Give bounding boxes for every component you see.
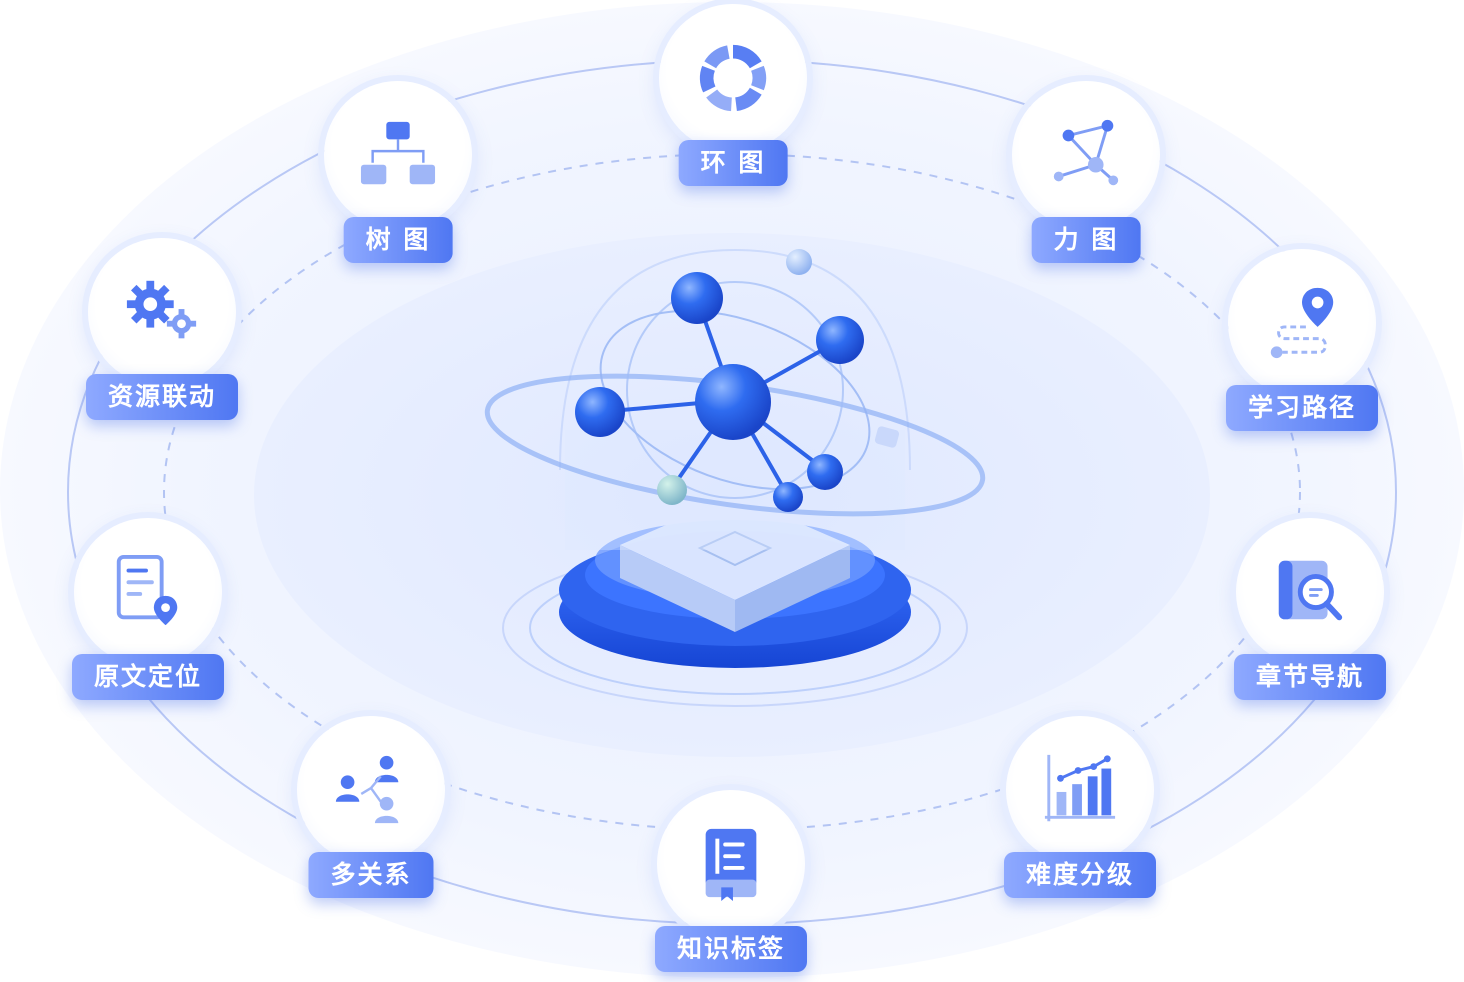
people-network-icon: [335, 755, 399, 824]
tree-chart-icon: [360, 121, 436, 185]
route-pin-icon: [1270, 287, 1334, 359]
node-relation-circle: [297, 716, 445, 864]
node-chapter-label: 章节导航: [1233, 654, 1387, 700]
force-graph-icon: [1053, 119, 1119, 186]
node-force-label: 力 图: [1031, 217, 1141, 263]
book-icon: [705, 828, 757, 902]
bar-chart-icon: [1044, 754, 1116, 822]
node-path-circle: [1228, 249, 1376, 397]
node-difficulty-label: 难度分级: [1003, 852, 1157, 898]
node-ring-circle: [659, 4, 807, 152]
node-tag-label: 知识标签: [654, 926, 808, 972]
node-relation-label: 多关系: [308, 852, 434, 898]
document-location-icon: [116, 554, 178, 626]
donut-chart-icon: [699, 44, 767, 112]
node-resource-label: 资源联动: [85, 374, 239, 420]
node-tree-circle: [324, 81, 472, 229]
node-locate-circle: [74, 518, 222, 666]
node-difficulty-circle: [1006, 716, 1154, 864]
node-force-circle: [1012, 81, 1160, 229]
node-path-label: 学习路径: [1225, 385, 1379, 431]
node-tag-circle: [657, 790, 805, 938]
search-document-icon: [1278, 560, 1343, 621]
node-resource-circle: [88, 238, 236, 386]
node-chapter-circle: [1236, 518, 1384, 666]
node-tree-label: 树 图: [343, 217, 453, 263]
center-illustration: [484, 248, 986, 707]
node-locate-label: 原文定位: [71, 654, 225, 700]
gears-icon: [126, 280, 197, 339]
node-ring-label: 环 图: [678, 140, 788, 186]
